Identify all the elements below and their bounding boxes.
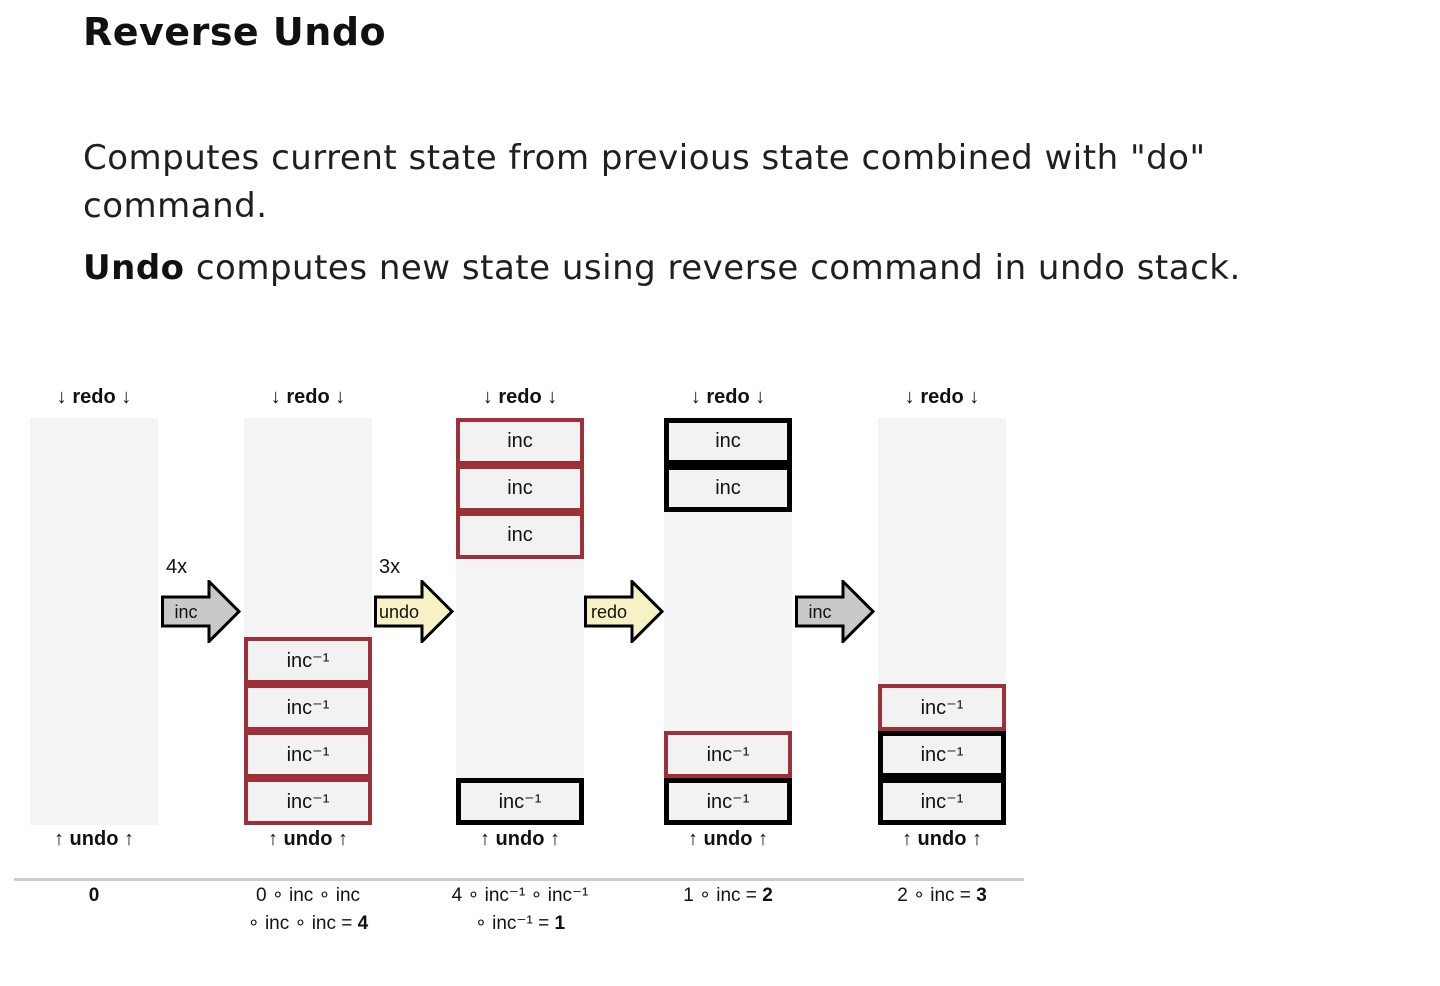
page-title: Reverse Undo	[83, 10, 387, 54]
formula-line: 2 ∘ inc = 3	[847, 882, 1037, 910]
formula-line: ∘ inc⁻¹ = 1	[425, 910, 615, 938]
formula-line: ∘ inc ∘ inc = 4	[213, 910, 403, 938]
body-text-line-2: command.	[83, 186, 268, 226]
undo-keyword: Undo	[83, 248, 185, 288]
command-arrow: inc	[795, 577, 876, 646]
undo-label: ↑ undo ↑	[902, 828, 982, 850]
formula-result: 3	[976, 885, 987, 906]
redo-label: ↓ redo ↓	[56, 386, 132, 408]
redo-label: ↓ redo ↓	[270, 386, 346, 408]
arrow-right-icon: undo	[374, 577, 455, 646]
command-arrow: undo	[374, 577, 455, 646]
command-box: inc⁻¹	[878, 731, 1006, 778]
undo-label: ↑ undo ↑	[480, 828, 560, 850]
formula-result: 1	[554, 913, 566, 934]
state-formula: 1 ∘ inc = 2	[633, 882, 823, 910]
undo-stack	[30, 418, 158, 825]
command-box: inc⁻¹	[244, 684, 372, 731]
command-box: inc⁻¹	[664, 778, 792, 825]
command-box: inc⁻¹	[878, 778, 1006, 825]
formula-result: 2	[762, 885, 773, 906]
command-arrow: inc	[161, 577, 242, 646]
arrow-right-icon: inc	[161, 577, 242, 646]
undo-label: ↑ undo ↑	[54, 828, 134, 850]
formula-expression: ∘ inc ∘ inc =	[247, 913, 358, 934]
state-formula: 2 ∘ inc = 3	[847, 882, 1037, 910]
command-box: inc⁻¹	[244, 637, 372, 684]
state-formula: 4 ∘ inc⁻¹ ∘ inc⁻¹ ∘ inc⁻¹ = 1	[425, 882, 615, 938]
command-box: inc⁻¹	[456, 778, 584, 825]
divider-line	[14, 878, 1024, 881]
arrow-right-icon: redo	[584, 577, 665, 646]
state-formula: 0	[0, 882, 189, 910]
arrow-count-label: 3x	[379, 556, 401, 578]
undo-label: ↑ undo ↑	[268, 828, 348, 850]
command-box: inc	[456, 512, 584, 559]
formula-expression: ∘ inc⁻¹ =	[474, 913, 555, 934]
formula-line: 0	[0, 882, 189, 910]
command-box: inc	[456, 418, 584, 465]
formula-expression: 2 ∘ inc =	[897, 885, 977, 906]
redo-label: ↓ redo ↓	[482, 386, 558, 408]
command-box: inc⁻¹	[244, 731, 372, 778]
formula-line: 4 ∘ inc⁻¹ ∘ inc⁻¹	[425, 882, 615, 910]
formula-line: 0 ∘ inc ∘ inc	[213, 882, 403, 910]
arrow-label: undo	[379, 602, 419, 622]
body-text-line-1: Computes current state from previous sta…	[83, 138, 1206, 178]
body-text-line-3: Undo computes new state using reverse co…	[83, 246, 1241, 290]
command-box: inc⁻¹	[664, 731, 792, 778]
command-box: inc	[664, 418, 792, 465]
redo-label: ↓ redo ↓	[690, 386, 766, 408]
arrow-label: redo	[591, 602, 627, 622]
redo-label: ↓ redo ↓	[904, 386, 980, 408]
formula-result: 4	[357, 913, 369, 934]
command-box: inc⁻¹	[244, 778, 372, 825]
formula-expression: 1 ∘ inc =	[683, 885, 763, 906]
command-box: inc	[664, 465, 792, 512]
formula-expression: 4 ∘ inc⁻¹ ∘ inc⁻¹	[451, 885, 589, 906]
undo-label: ↑ undo ↑	[688, 828, 768, 850]
formula-line: 1 ∘ inc = 2	[633, 882, 823, 910]
arrow-label: inc	[174, 602, 197, 622]
arrow-right-icon: inc	[795, 577, 876, 646]
command-box: inc	[456, 465, 584, 512]
arrow-count-label: 4x	[166, 556, 188, 578]
state-formula: 0 ∘ inc ∘ inc ∘ inc ∘ inc = 4	[213, 882, 403, 938]
formula-result: 0	[88, 885, 100, 906]
command-arrow: redo	[584, 577, 665, 646]
command-box: inc⁻¹	[878, 684, 1006, 731]
formula-expression: 0 ∘ inc ∘ inc	[255, 885, 361, 906]
body-text-line-3-rest: computes new state using reverse command…	[184, 248, 1241, 288]
arrow-label: inc	[808, 602, 831, 622]
